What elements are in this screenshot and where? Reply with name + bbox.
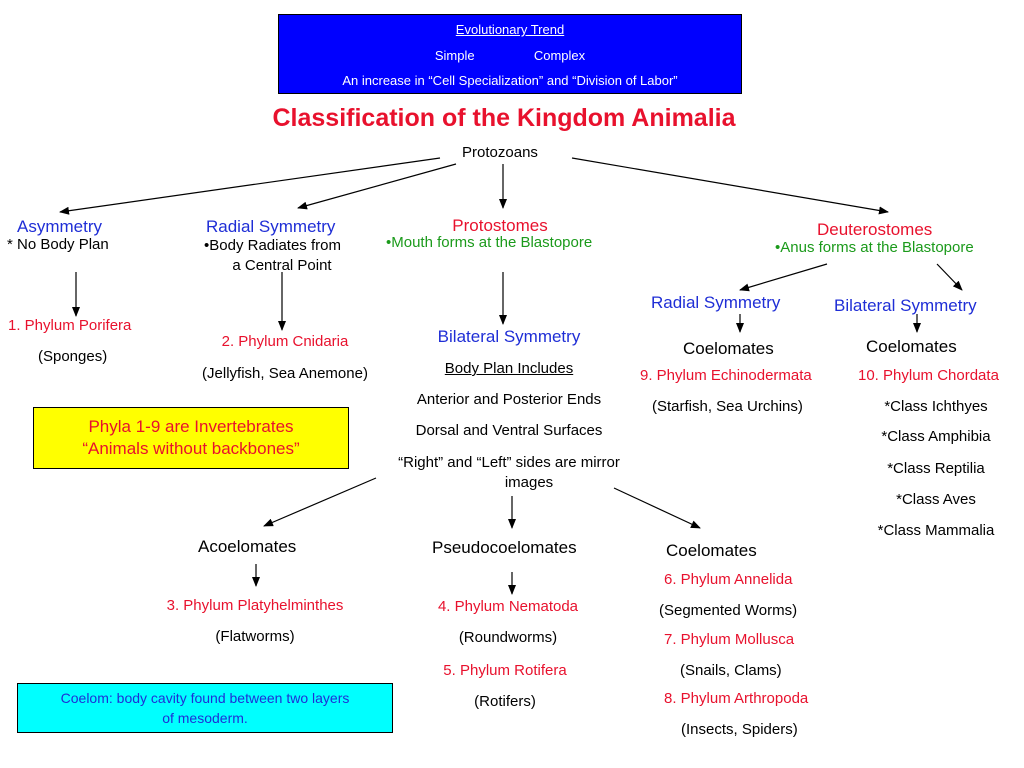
class-ichthyes: *Class Ichthyes <box>884 398 988 415</box>
phylum-mollusca: 7. Phylum Mollusca <box>664 631 795 648</box>
body-plan-item-3: “Right” and “Left” sides are mirror <box>398 454 620 471</box>
arrow-to-acoelomates <box>263 477 377 527</box>
body-plan-item-2: Dorsal and Ventral Surfaces <box>415 422 603 439</box>
asymmetry-label: Asymmetry <box>17 217 102 236</box>
protostomes-label: Protostomes <box>452 216 548 235</box>
body-plan-heading: Body Plan Includes <box>444 360 574 377</box>
example-starfish: (Starfish, Sea Urchins) <box>652 398 803 415</box>
phylum-chordata: 10. Phylum Chordata <box>858 367 999 384</box>
invertebrates-line1: Phyla 1-9 are Invertebrates <box>88 417 294 436</box>
phylum-platyhelminthes: 3. Phylum Platyhelminthes <box>166 597 344 614</box>
class-mammalia: *Class Mammalia <box>877 522 995 539</box>
class-reptilia: *Class Reptilia <box>887 460 985 477</box>
arrow-to-deuterostomes <box>571 157 889 215</box>
trend-note: An increase in “Cell Specialization” and… <box>342 73 678 88</box>
deut-bilateral-coelomates: Coelomates <box>866 337 957 356</box>
page-title: Classification of the Kingdom Animalia <box>272 104 736 132</box>
protostomes-bilateral-label: Bilateral Symmetry <box>437 327 581 346</box>
coelom-line1: Coelom: body cavity found between two la… <box>60 690 350 706</box>
radial-desc-line1: •Body Radiates from <box>204 237 341 254</box>
arrow-to-asymmetry <box>59 157 441 215</box>
evolutionary-trend-box: Evolutionary Trend Simple Complex An inc… <box>278 14 742 94</box>
phylum-arthropoda: 8. Phylum Arthropoda <box>664 690 809 707</box>
example-segmented-worms: (Segmented Worms) <box>659 602 798 619</box>
deut-bilateral-label: Bilateral Symmetry <box>834 296 977 315</box>
deut-radial-coelomates: Coelomates <box>683 339 774 358</box>
example-rotifers: (Rotifers) <box>474 693 536 710</box>
body-plan-item-3-cont: images <box>504 474 554 491</box>
trend-complex: Complex <box>533 48 586 63</box>
arrow-to-deut-radial <box>739 263 828 292</box>
trend-simple-complex: Simple Complex <box>279 48 741 63</box>
example-sponges: (Sponges) <box>38 348 108 365</box>
arrow-to-radial <box>297 163 457 210</box>
acoelomates-label: Acoelomates <box>198 537 297 556</box>
radial-desc-line2: a Central Point <box>232 257 332 274</box>
root-protozoans: Protozoans <box>462 144 538 161</box>
deuterostomes-label: Deuterostomes <box>817 220 933 239</box>
trend-simple: Simple <box>434 48 475 63</box>
example-insects-spiders: (Insects, Spiders) <box>681 721 798 738</box>
invertebrates-box: Phyla 1-9 are Invertebrates “Animals wit… <box>33 407 349 469</box>
phylum-annelida: 6. Phylum Annelida <box>664 571 793 588</box>
coelom-line2: of mesoderm. <box>162 710 248 726</box>
asymmetry-desc: * No Body Plan <box>7 236 109 253</box>
example-flatworms: (Flatworms) <box>215 628 295 645</box>
coelom-definition-box: Coelom: body cavity found between two la… <box>17 683 393 733</box>
class-aves: *Class Aves <box>896 491 976 508</box>
phylum-rotifera: 5. Phylum Rotifera <box>443 662 567 679</box>
deut-radial-label: Radial Symmetry <box>651 293 781 312</box>
class-amphibia: *Class Amphibia <box>881 428 991 445</box>
phylum-cnidaria: 2. Phylum Cnidaria <box>221 333 349 350</box>
radial-symmetry-label: Radial Symmetry <box>206 217 336 236</box>
coelomates-label: Coelomates <box>666 541 757 560</box>
deuterostomes-desc: •Anus forms at the Blastopore <box>775 239 974 256</box>
phylum-nematoda: 4. Phylum Nematoda <box>437 598 579 615</box>
invertebrates-line2: “Animals without backbones” <box>82 439 300 458</box>
arrow-to-deut-bilateral <box>936 263 963 291</box>
arrow-to-coelomates <box>613 487 701 529</box>
protostomes-desc: •Mouth forms at the Blastopore <box>386 234 593 251</box>
phylum-porifera: 1. Phylum Porifera <box>8 317 132 334</box>
example-jellyfish: (Jellyfish, Sea Anemone) <box>202 365 368 382</box>
example-roundworms: (Roundworms) <box>458 629 558 646</box>
phylum-echinodermata: 9. Phylum Echinodermata <box>640 367 812 384</box>
example-snails-clams: (Snails, Clams) <box>680 662 782 679</box>
body-plan-item-1: Anterior and Posterior Ends <box>416 391 602 408</box>
trend-heading: Evolutionary Trend <box>455 22 565 37</box>
pseudocoelomates-label: Pseudocoelomates <box>432 538 577 557</box>
